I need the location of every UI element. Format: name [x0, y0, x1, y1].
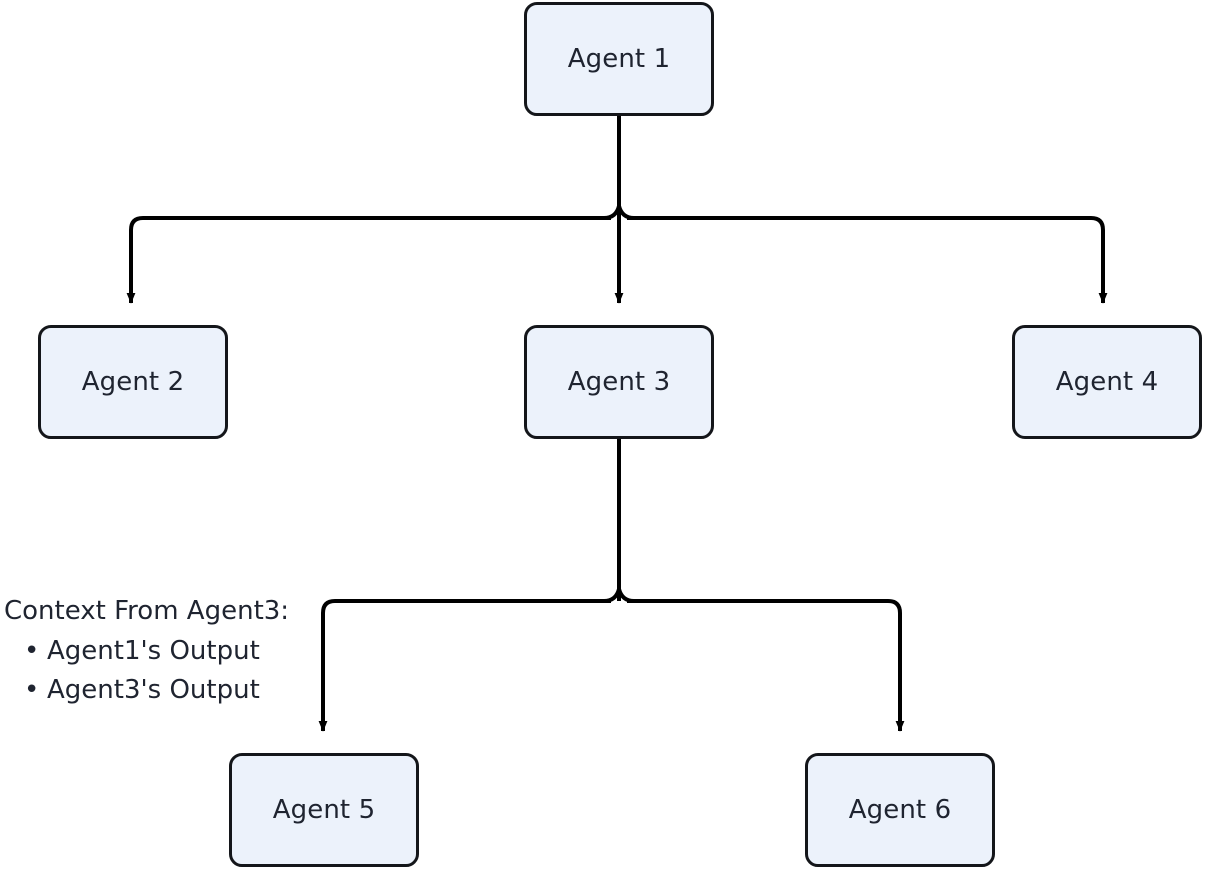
context-annotation: Context From Agent3: • Agent1's Output •…	[4, 596, 290, 710]
edge-agent3-to-agent5	[318, 599, 611, 732]
edge-agent1-to-agent2	[126, 216, 611, 304]
node-agent5[interactable]: Agent 5	[229, 753, 419, 867]
context-annotation-item-label: Agent1's Output	[47, 636, 260, 667]
context-annotation-item: • Agent3's Output	[4, 671, 289, 710]
node-agent5-label: Agent 5	[272, 795, 376, 825]
context-annotation-item: • Agent1's Output	[4, 632, 289, 671]
node-agent6[interactable]: Agent 6	[805, 753, 995, 867]
context-annotation-title: Context From Agent3:	[4, 596, 290, 626]
node-agent6-label: Agent 6	[848, 795, 952, 825]
junction-fillet-row2-left	[603, 588, 621, 603]
node-agent4-label: Agent 4	[1055, 367, 1159, 397]
edge-agent1-to-agent4	[627, 216, 1108, 304]
node-agent3-label: Agent 3	[567, 367, 671, 397]
junction-fillet-row2-right	[617, 588, 635, 603]
node-agent2-label: Agent 2	[81, 367, 185, 397]
node-agent4[interactable]: Agent 4	[1012, 325, 1202, 439]
node-agent3[interactable]: Agent 3	[524, 325, 714, 439]
bullet-icon: •	[24, 675, 40, 706]
node-agent1-label: Agent 1	[567, 44, 671, 74]
node-agent2[interactable]: Agent 2	[38, 325, 228, 439]
bullet-icon: •	[24, 636, 40, 667]
junction-fillet-row1-left	[603, 205, 621, 220]
context-annotation-list: • Agent1's Output • Agent3's Output	[4, 632, 289, 710]
edge-agent3-to-agent6	[627, 599, 905, 732]
context-annotation-item-label: Agent3's Output	[47, 675, 260, 706]
node-agent1[interactable]: Agent 1	[524, 2, 714, 116]
junction-fillet-row1-right	[617, 205, 635, 220]
